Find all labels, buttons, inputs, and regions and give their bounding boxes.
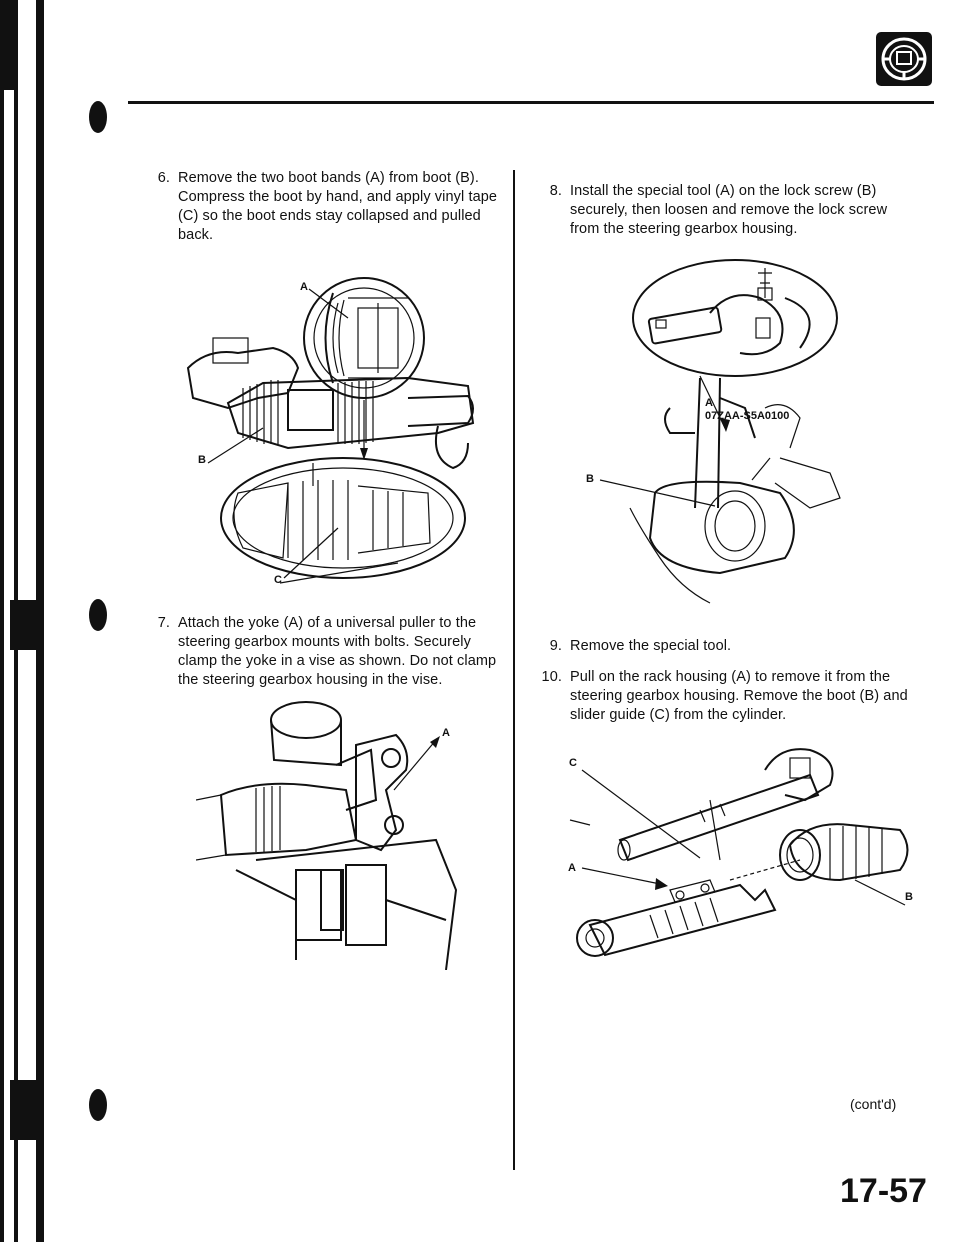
column-divider [513, 170, 515, 1170]
figure-boot-bands [186, 277, 475, 584]
figure-label: B [586, 473, 594, 485]
step-text-line: Compress the boot by hand, and apply vin… [178, 189, 498, 205]
step-text-line: steering gearbox mounts with bolts. Secu… [178, 634, 471, 650]
figure-label: A [442, 727, 450, 739]
page-number: 17-57 [840, 1172, 927, 1210]
step-text-line: Pull on the rack housing (A) to remove i… [570, 669, 891, 685]
figure-rack-housing-exploded [569, 748, 909, 957]
step-text-line: clamp the yoke in a vise as shown. Do no… [178, 653, 497, 669]
step-text-line: the steering gearbox housing in the vise… [178, 672, 443, 688]
figure-special-tool [599, 259, 841, 604]
step-number: 6. [157, 170, 170, 186]
figure-label: C [569, 757, 577, 769]
continued-note: (cont'd) [850, 1096, 897, 1112]
step-text-line: (C) so the boot ends stay collapsed and … [178, 208, 481, 243]
step-9: 9. Remove the special tool. [550, 637, 912, 657]
step-text-line: slider guide (C) from the cylinder. [570, 707, 787, 723]
tool-part-number: 07ZAA-S5A0100 [705, 410, 790, 422]
figure-label: B [198, 454, 206, 466]
step-text-line: Install the special tool (A) on the lock… [570, 183, 877, 199]
step-text-line: steering gearbox housing. Remove the boo… [570, 688, 908, 704]
step-7: 7. Attach the yoke (A) of a universal pu… [158, 614, 510, 694]
figure-label: A [300, 281, 308, 293]
figure-yoke-vise [196, 701, 458, 970]
figure-label: C [274, 574, 282, 586]
step-number: 7. [157, 615, 170, 631]
step-10: 10. Pull on the rack housing (A) to remo… [542, 668, 912, 728]
header-rule [128, 101, 934, 104]
step-number: 10. [541, 669, 562, 685]
figure-label: B [905, 891, 913, 903]
binder-edge [0, 0, 107, 1242]
step-text-line: Remove the two boot bands (A) from boot … [178, 170, 479, 186]
step-text-line: securely, then loosen and remove the loc… [570, 202, 888, 218]
step-number: 8. [549, 183, 562, 199]
step-text-line: from the steering gearbox housing. [570, 221, 798, 237]
step-8: 8. Install the special tool (A) on the l… [550, 182, 912, 242]
step-6: 6. Remove the two boot bands (A) from bo… [158, 169, 510, 243]
step-number: 9. [549, 638, 562, 654]
part-label: A 07ZAA-S5A0100 [705, 397, 789, 423]
figure-label: A [568, 862, 576, 874]
steering-wheel-icon [876, 32, 932, 86]
step-text-line: Remove the special tool. [570, 638, 732, 654]
figure-label: A [705, 397, 713, 409]
step-text-line: Attach the yoke (A) of a universal pulle… [178, 615, 477, 631]
